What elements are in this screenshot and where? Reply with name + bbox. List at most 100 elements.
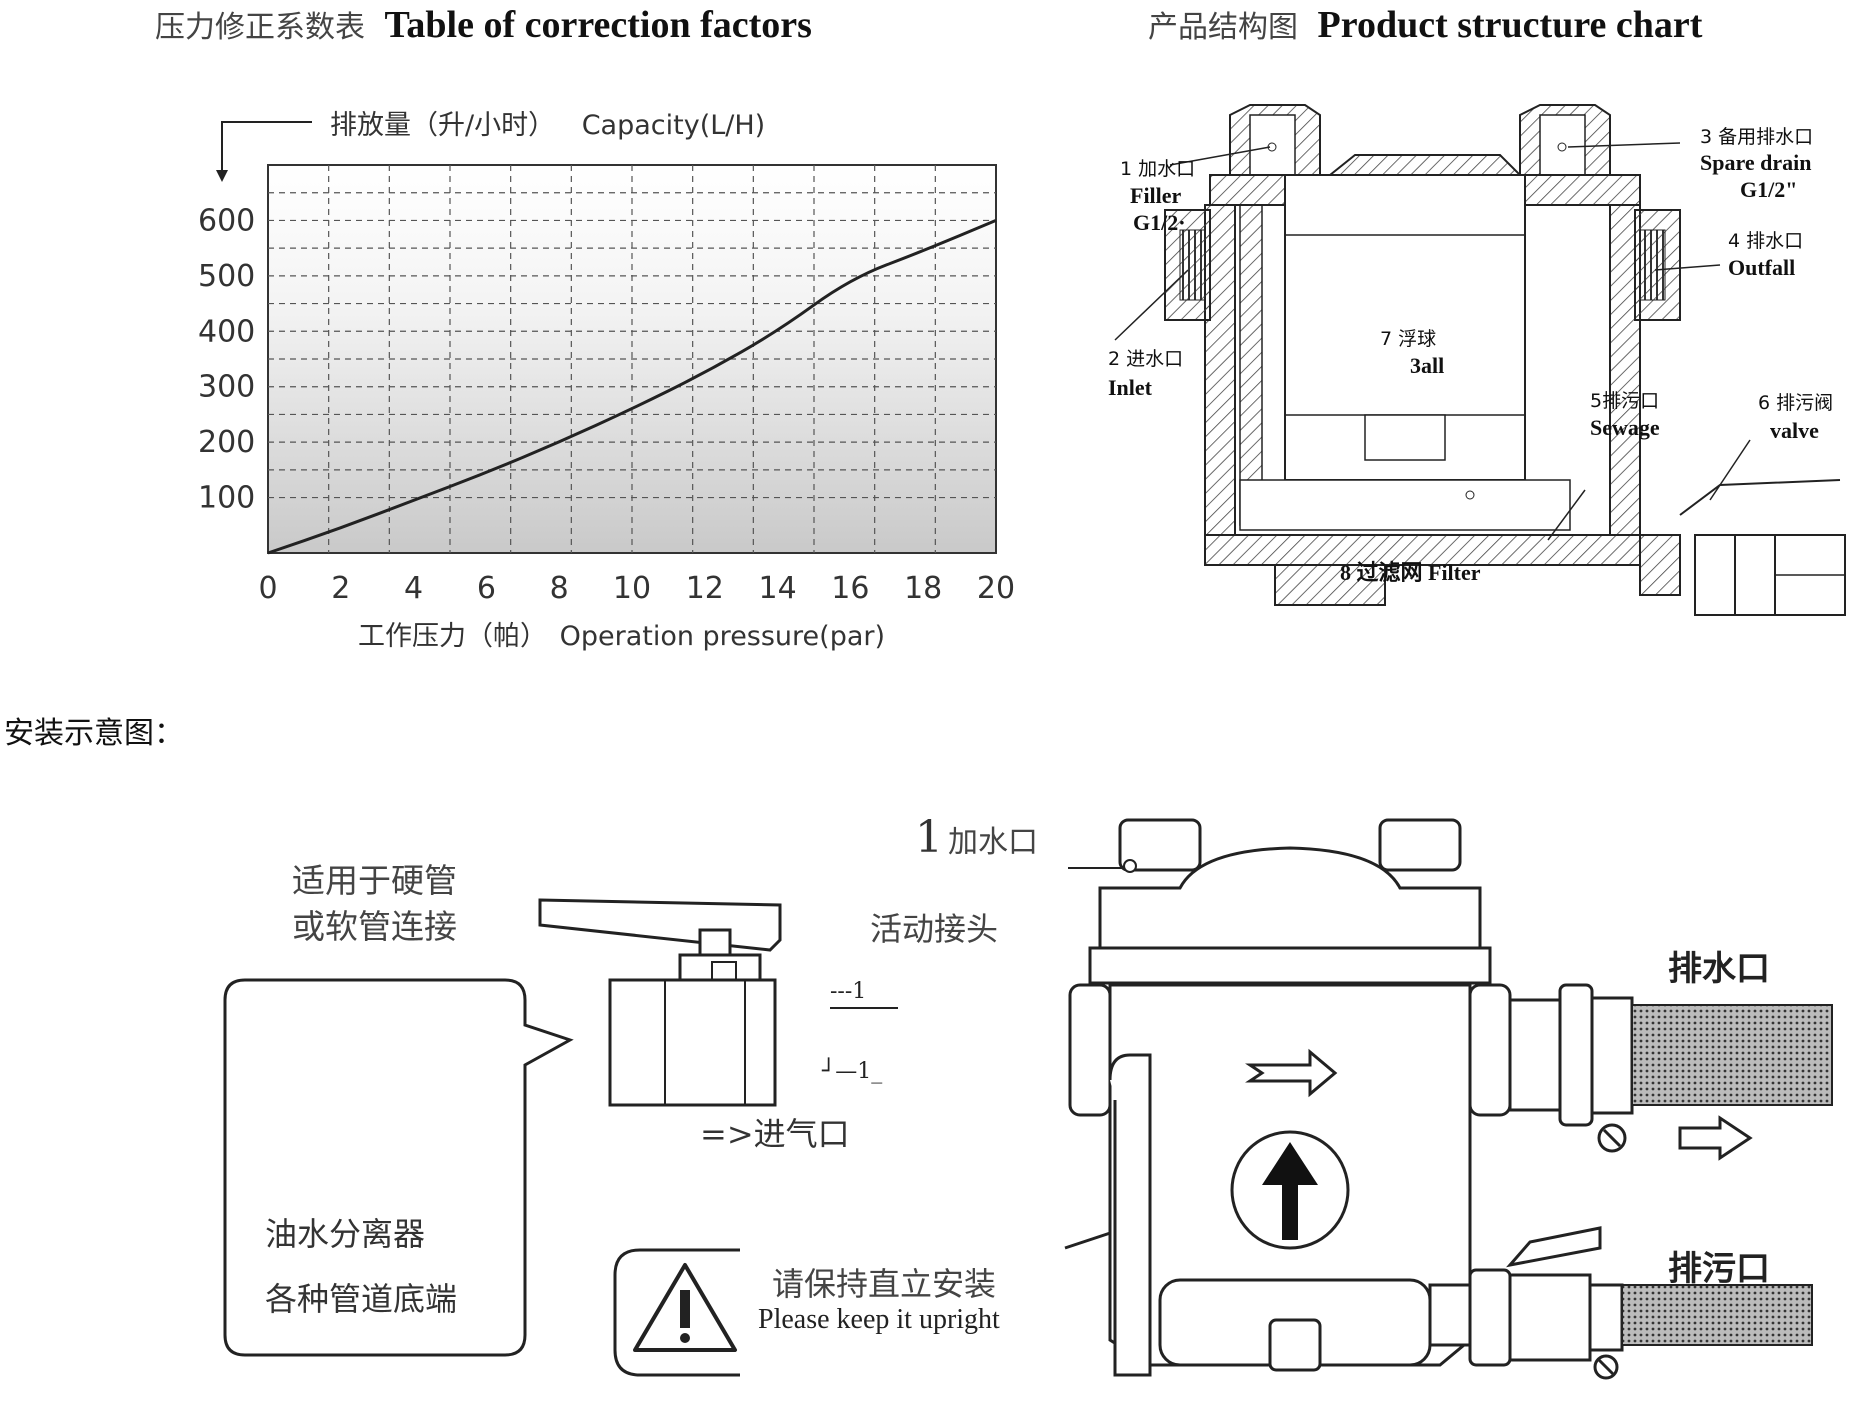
label-sewage-en: Sewage <box>1590 415 1660 440</box>
trap-filler-port <box>1123 859 1137 873</box>
label-filler-cn: 1 加水口 <box>1120 158 1195 180</box>
valve-handle <box>1679 479 1841 516</box>
outfall-label: 排水口 <box>1668 949 1770 989</box>
x-tick-label: 2 <box>331 571 350 606</box>
structure-title: 产品结构图 Product structure chart <box>1148 2 1702 47</box>
x-tick-label: 6 <box>477 571 496 606</box>
trap-drain-stub <box>1268 1318 1322 1372</box>
sewage-label: 排污口 <box>1668 1249 1770 1289</box>
spare-drain-bore <box>1539 114 1586 176</box>
trap-inlet-nut <box>1068 983 1112 1117</box>
union-mark-2: ┘—1_ <box>821 1057 882 1084</box>
structure-drawing: 1 加水口 Filler G1/2· 2 进水口 Inlet 3 备用排水口 S… <box>1108 104 1846 616</box>
bubble-line-2: 各种管道底端 <box>265 1280 457 1318</box>
y-axis-arrow-head <box>216 170 228 182</box>
float-foot <box>1364 414 1446 461</box>
leader-valve <box>1709 439 1751 501</box>
sewage-valve <box>1508 1273 1592 1362</box>
y-tick-label: 600 <box>198 203 255 238</box>
label-float-en: 3all <box>1410 353 1444 378</box>
label-inlet-en: Inlet <box>1108 375 1153 400</box>
outfall-thread <box>1639 229 1666 301</box>
y-axis-label: 排放量（升/小时） Capacity(L/H) <box>330 110 765 141</box>
warning-box <box>613 1248 740 1377</box>
body-bottom <box>1204 534 1641 566</box>
leader-outfall <box>1654 264 1721 271</box>
sewage-fitting <box>1428 1283 1472 1347</box>
structure-title-cn: 产品结构图 <box>1148 10 1298 45</box>
chart-title-en: Table of correction factors <box>384 4 812 46</box>
label-spare-en: Spare drain <box>1700 150 1811 175</box>
grid-lines <box>268 165 996 553</box>
bubble-caption-2: 或软管连接 <box>292 907 457 946</box>
label-valve-en: valve <box>1770 418 1819 443</box>
warning-icon-bar <box>680 1290 690 1328</box>
x-tick-label: 16 <box>831 571 869 606</box>
warning-icon-dot <box>680 1333 690 1343</box>
trap-plug-right <box>1378 818 1462 872</box>
x-axis-label-cn: 工作压力（帕） <box>358 621 547 652</box>
sewage-clamp <box>1588 1283 1624 1352</box>
ball-valve-body <box>608 978 777 1107</box>
install-diagram: 适用于硬管 或软管连接 油水分离器 各种管道底端 活动接头 ---1 ┘—1_ … <box>223 812 1833 1380</box>
leader-spare <box>1567 142 1681 148</box>
sewage-valve-body <box>1639 534 1681 596</box>
inner-pipe <box>1239 204 1263 526</box>
bubble-caption-1: 适用于硬管 <box>292 861 457 900</box>
speech-bubble <box>223 978 574 1357</box>
label-outfall-cn: 4 排水口 <box>1728 230 1803 252</box>
x-tick-label: 8 <box>550 571 569 606</box>
sewage-valve-handle <box>1506 1226 1602 1268</box>
y-axis-label-cn: 排放量（升/小时） <box>330 110 555 141</box>
filler-bore <box>1249 114 1296 176</box>
trap-cover <box>1098 846 1482 952</box>
x-tick-label: 20 <box>977 571 1015 606</box>
outfall-fitting <box>1508 998 1562 1112</box>
y-tick-label: 100 <box>198 481 255 516</box>
x-tick-label: 18 <box>904 571 942 606</box>
y-tick-label: 400 <box>198 314 255 349</box>
filler-number: 1 <box>915 812 943 863</box>
bubble-line-1: 油水分离器 <box>265 1215 425 1253</box>
label-outfall-en: Outfall <box>1728 255 1795 280</box>
label-sewage-cn: 5排污口 <box>1590 390 1659 412</box>
inlet-label: =>进气口 <box>700 1115 850 1153</box>
chart-title: 压力修正系数表 Table of correction factors <box>155 2 812 47</box>
outfall-nut <box>1558 983 1594 1127</box>
union-label: 活动接头 <box>870 910 998 948</box>
x-tick-label: 10 <box>613 571 651 606</box>
label-inlet-cn: 2 进水口 <box>1108 348 1183 370</box>
trap-outlet-nut <box>1468 983 1512 1117</box>
outfall-clamp <box>1590 996 1634 1115</box>
ball-valve-handle <box>538 898 782 952</box>
x-tick-label: 12 <box>686 571 724 606</box>
label-valve-cn: 6 排污阀 <box>1758 392 1833 414</box>
y-axis-label-en: Capacity(L/H) <box>582 110 766 141</box>
flow-arrow <box>1245 1048 1338 1098</box>
y-tick-label: 500 <box>198 259 255 294</box>
sewage-screw-slot <box>1597 1358 1615 1376</box>
trap-flange <box>1088 946 1492 985</box>
trap-plug-left <box>1118 818 1202 872</box>
capacity-chart: 排放量（升/小时） Capacity(L/H) 1002003004005006… <box>198 110 1015 652</box>
label-filler-size: G1/2· <box>1133 210 1186 235</box>
leader-inlet <box>1114 269 1189 341</box>
y-axis-label-arrow <box>221 121 312 178</box>
up-arrow-icon <box>1262 1142 1318 1240</box>
x-tick-label: 0 <box>258 571 277 606</box>
sewage-pipe <box>1274 564 1386 606</box>
install-heading: 安装示意图： <box>4 716 184 751</box>
x-tick-labels: 0 2 4 6 8 10 12 14 16 18 20 <box>258 571 1015 606</box>
sewage-nut <box>1468 1268 1512 1367</box>
outfall-screw-slot <box>1602 1128 1622 1148</box>
filter-screen <box>1239 479 1571 531</box>
label-spare-cn: 3 备用排水口 <box>1700 126 1813 148</box>
x-axis-label: 工作压力（帕） Operation pressure(par) <box>358 621 885 652</box>
outfall-hose <box>1631 1004 1833 1106</box>
x-tick-label: 4 <box>404 571 423 606</box>
y-tick-label: 300 <box>198 370 255 405</box>
label-filler-en: Filler <box>1130 183 1182 208</box>
x-tick-label: 14 <box>759 571 797 606</box>
sewage-hose <box>1621 1284 1813 1346</box>
